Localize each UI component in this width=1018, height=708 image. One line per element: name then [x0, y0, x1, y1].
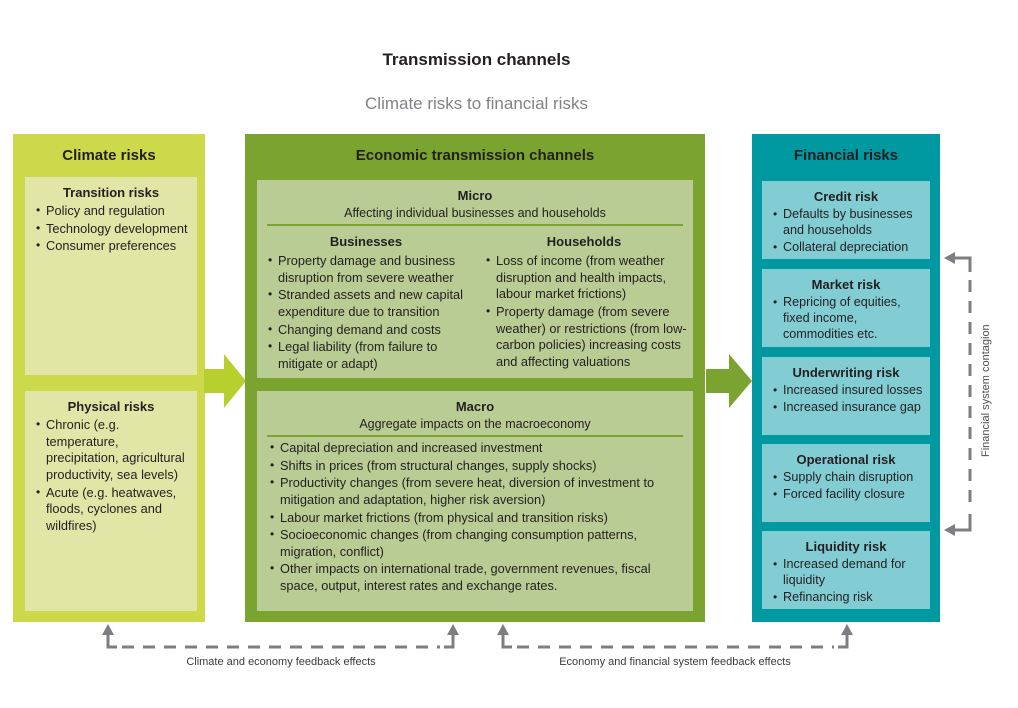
financial-system-contagion-arrow-icon	[944, 252, 972, 536]
arrow-economic-to-financial-icon	[706, 354, 752, 408]
list-item: Increased demand for liquidity	[772, 557, 925, 589]
credit-risk-list: Defaults by businesses and households Co…	[762, 207, 930, 256]
list-item: Shifts in prices (from structural change…	[269, 458, 685, 475]
macro-box: Macro Aggregate impacts on the macroecon…	[257, 391, 693, 611]
climate-panel-title: Climate risks	[62, 147, 156, 164]
climate-economy-feedback-label: Climate and economy feedback effects	[186, 656, 376, 668]
financial-panel-title: Financial risks	[793, 147, 899, 164]
list-item: Stranded assets and new capital expendit…	[267, 287, 470, 320]
list-item: Technology development	[35, 221, 192, 238]
page-subtitle: Climate risks to financial risks	[365, 94, 588, 113]
micro-divider	[267, 224, 683, 226]
operational-risk-box: Operational risk Supply chain disruption…	[762, 444, 930, 522]
liquidity-risk-list: Increased demand for liquidity Refinanci…	[762, 557, 930, 606]
macro-subtitle: Aggregate impacts on the macroeconomy	[359, 417, 591, 431]
financial-system-contagion-label: Financial system contagion	[980, 324, 992, 457]
list-item: Policy and regulation	[35, 203, 192, 220]
businesses-title: Businesses	[329, 234, 403, 249]
list-item: Collateral depreciation	[772, 240, 925, 256]
list-item: Capital depreciation and increased inves…	[269, 440, 685, 457]
macro-list: Capital depreciation and increased inves…	[257, 440, 693, 595]
households-column: Households Loss of income (from weather …	[475, 229, 693, 373]
list-item: Labour market frictions (from physical a…	[269, 510, 685, 527]
list-item: Refinancing risk	[772, 590, 925, 606]
list-item: Defaults by businesses and households	[772, 207, 925, 239]
credit-risk-title: Credit risk	[813, 189, 879, 204]
operational-risk-title: Operational risk	[796, 452, 896, 467]
macro-divider	[267, 435, 683, 437]
micro-title: Micro	[457, 188, 493, 203]
micro-subtitle: Affecting individual businesses and hous…	[344, 206, 606, 220]
businesses-column: Businesses Property damage and business …	[257, 229, 475, 373]
economic-panel-title: Economic transmission channels	[355, 147, 595, 164]
climate-risks-panel: Climate risks Transition risks Policy an…	[13, 134, 205, 622]
financial-risks-panel: Financial risks Credit risk Defaults by …	[752, 134, 940, 622]
list-item: Increased insurance gap	[772, 400, 925, 416]
liquidity-risk-title: Liquidity risk	[805, 539, 887, 554]
list-item: Acute (e.g. heatwaves, floods, cyclones …	[35, 485, 192, 535]
micro-columns: Businesses Property damage and business …	[257, 229, 693, 373]
underwriting-risk-list: Increased insured losses Increased insur…	[762, 383, 930, 416]
page-title: Transmission channels	[382, 50, 571, 69]
arrow-climate-to-economic-icon	[204, 354, 246, 408]
list-item: Property damage and business disruption …	[267, 253, 470, 286]
market-risk-list: Repricing of equities, fixed income, com…	[762, 295, 930, 343]
list-item: Forced facility closure	[772, 487, 925, 503]
physical-risks-title: Physical risks	[67, 399, 155, 414]
list-item: Consumer preferences	[35, 238, 192, 255]
list-item: Socioeconomic changes (from changing con…	[269, 527, 685, 560]
underwriting-risk-title: Underwriting risk	[792, 365, 900, 380]
transition-risks-list: Policy and regulation Technology develop…	[25, 203, 197, 255]
list-item: Chronic (e.g. temperature, precipitation…	[35, 417, 192, 484]
list-item: Loss of income (from weather disruption …	[485, 253, 688, 303]
households-title: Households	[546, 234, 622, 249]
list-item: Increased insured losses	[772, 383, 925, 399]
underwriting-risk-box: Underwriting risk Increased insured loss…	[762, 357, 930, 435]
market-risk-box: Market risk Repricing of equities, fixed…	[762, 269, 930, 347]
list-item: Changing demand and costs	[267, 322, 470, 339]
physical-risks-list: Chronic (e.g. temperature, precipitation…	[25, 417, 197, 534]
liquidity-risk-box: Liquidity risk Increased demand for liqu…	[762, 531, 930, 609]
households-list: Loss of income (from weather disruption …	[475, 253, 693, 370]
feedback-arrows-icon	[102, 624, 853, 649]
operational-risk-list: Supply chain disruption Forced facility …	[762, 470, 930, 503]
credit-risk-box: Credit risk Defaults by businesses and h…	[762, 181, 930, 259]
transition-risks-box: Transition risks Policy and regulation T…	[25, 177, 197, 375]
list-item: Property damage (from severe weather) or…	[485, 304, 688, 371]
list-item: Legal liability (from failure to mitigat…	[267, 339, 470, 372]
transition-risks-title: Transition risks	[62, 185, 160, 200]
economy-financial-feedback-label: Economy and financial system feedback ef…	[559, 656, 791, 668]
list-item: Productivity changes (from severe heat, …	[269, 475, 685, 508]
macro-title: Macro	[455, 399, 495, 414]
economic-transmission-panel: Economic transmission channels Micro Aff…	[245, 134, 705, 622]
market-risk-title: Market risk	[811, 277, 881, 292]
physical-risks-box: Physical risks Chronic (e.g. temperature…	[25, 391, 197, 611]
list-item: Supply chain disruption	[772, 470, 925, 486]
micro-box: Micro Affecting individual businesses an…	[257, 180, 693, 378]
list-item: Other impacts on international trade, go…	[269, 561, 685, 594]
list-item: Repricing of equities, fixed income, com…	[772, 295, 925, 343]
businesses-list: Property damage and business disruption …	[257, 253, 475, 372]
